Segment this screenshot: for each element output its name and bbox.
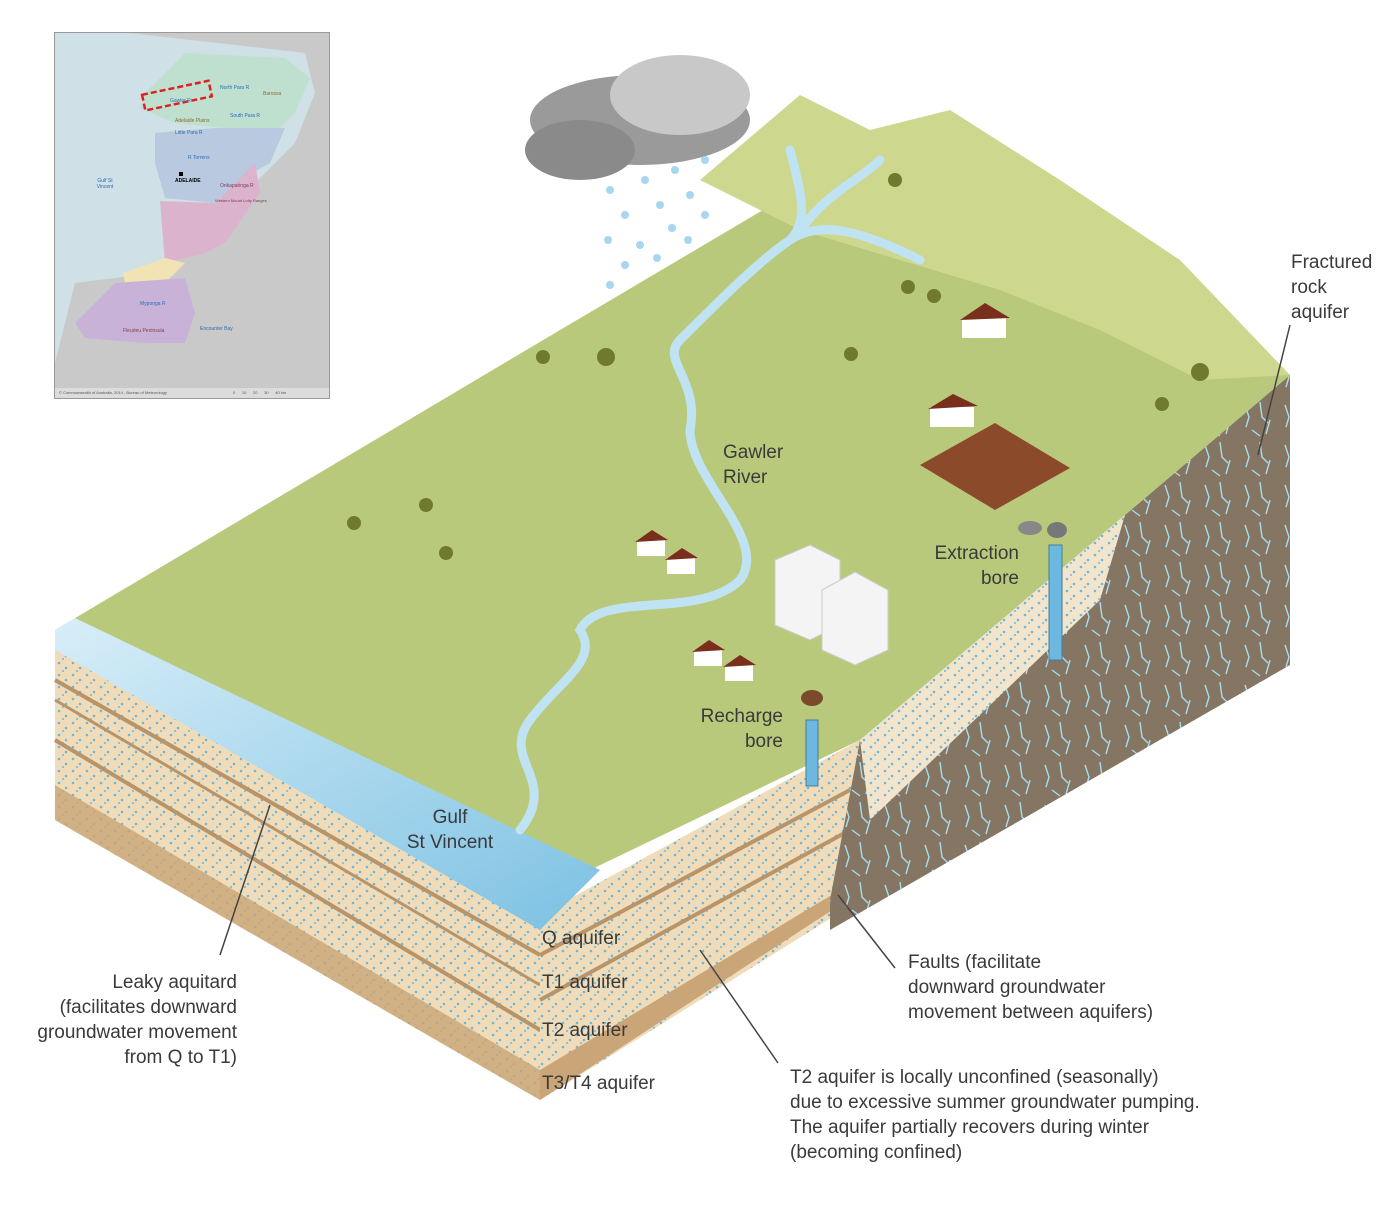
- label-t2-aquifer: T2 aquifer: [542, 1020, 628, 1041]
- label-extraction-bore: Extraction bore: [934, 543, 1019, 589]
- houses: [635, 303, 1010, 681]
- scale-tick: 10: [241, 390, 247, 395]
- gawler-river: [515, 145, 925, 835]
- trees: [347, 173, 1209, 560]
- map-footer: © Commonwealth of Australia, 2014 - Bure…: [55, 388, 329, 398]
- coastal-plain: [55, 200, 1290, 870]
- crop-field: [920, 423, 1070, 510]
- label-leaky-aquitard: Leaky aquitard (facilitates downward gro…: [37, 972, 237, 1068]
- scale-tick: 20: [253, 390, 258, 395]
- city-buildings: [774, 544, 889, 666]
- map-scale-bar: 0 10 20 30 40 km: [233, 388, 286, 398]
- label-gawler-river: Gawler River: [723, 442, 784, 488]
- label-t2-unconfined-note: T2 aquifer is locally unconfined (season…: [790, 1067, 1200, 1163]
- map-label: Myponga R: [140, 301, 166, 307]
- scale-unit: km: [280, 390, 287, 395]
- scale-tick: 30: [264, 390, 269, 395]
- gulf-st-vincent: [55, 618, 600, 930]
- label-faults: Faults (facilitate downward groundwater …: [908, 952, 1154, 1023]
- scale-tick: 40: [275, 390, 280, 395]
- map-copyright: © Commonwealth of Australia, 2014 - Bure…: [59, 390, 167, 395]
- label-q-aquifer: Q aquifer: [542, 928, 621, 949]
- raindrops: [604, 156, 709, 289]
- label-fractured-rock-aquifer: Fractured rock aquifer: [1291, 252, 1373, 323]
- map-label: Gawler R: [170, 98, 191, 104]
- map-label: Encounter Bay: [200, 326, 233, 332]
- map-label: Gulf St Vincent: [96, 178, 114, 190]
- map-label-adelaide: ADELAIDE: [175, 178, 201, 184]
- left-face-layers: [53, 630, 542, 1100]
- scale-tick: 0: [233, 390, 236, 395]
- hills: [700, 95, 1290, 380]
- map-label: Little Para R: [175, 130, 203, 136]
- label-t3-t4-aquifer: T3/T4 aquifer: [542, 1073, 655, 1094]
- map-label: Barossa: [263, 91, 282, 97]
- recharge-bore-icon: [801, 690, 823, 787]
- map-label: Onkaparinga R: [220, 183, 254, 189]
- map-label: Fleurieu Peninsula: [123, 328, 165, 334]
- extraction-bore-icon: [1018, 521, 1067, 661]
- rain-cloud-icon: [525, 55, 750, 180]
- map-label: North Para R: [220, 85, 250, 91]
- map-label: Adelaide Plains: [175, 118, 210, 124]
- label-gulf-st-vincent: Gulf St Vincent: [406, 807, 494, 853]
- label-t1-aquifer: T1 aquifer: [542, 972, 628, 993]
- map-label: Western Mount Lofty Ranges: [215, 198, 267, 203]
- map-label: R Torrens: [188, 155, 210, 161]
- inset-location-map: Gawler R North Para R South Para R Baros…: [54, 32, 330, 399]
- map-label: South Para R: [230, 113, 261, 119]
- leader-lines: [219, 324, 1291, 1064]
- label-recharge-bore: Recharge bore: [700, 706, 783, 752]
